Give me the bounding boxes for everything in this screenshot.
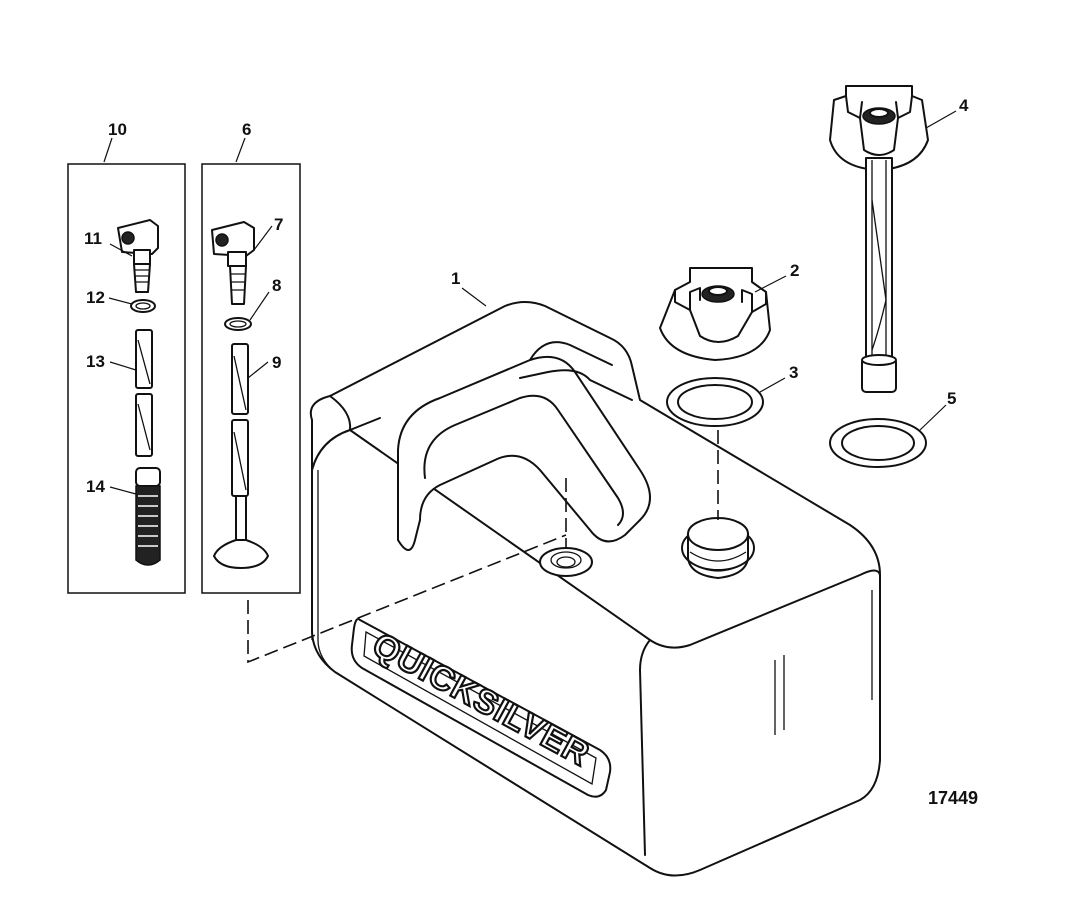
- callout-7: 7: [274, 215, 283, 234]
- callout-11: 11: [84, 229, 102, 248]
- callout-14: 14: [86, 477, 105, 496]
- callout-13: 13: [86, 352, 105, 371]
- callout-4: 4: [959, 96, 969, 115]
- gasket-part-3: [666, 377, 764, 427]
- fitting-part-7: [211, 221, 255, 305]
- kit-box-10: [67, 163, 186, 594]
- callout-2: 2: [790, 261, 799, 280]
- callout-12: 12: [86, 288, 105, 307]
- fitting-part-11: [117, 219, 159, 293]
- fuel-tank-part-1: QUICKSILVER: [309, 301, 881, 877]
- callout-5: 5: [947, 389, 956, 408]
- kit-box-6: [201, 163, 301, 594]
- callout-10: 10: [108, 120, 127, 139]
- figure-number: 17449: [928, 788, 978, 808]
- tube-part-13: [135, 329, 153, 457]
- filter-part-14: [135, 467, 161, 566]
- fuel-gauge-part-4: [829, 85, 929, 393]
- leader-lines: [103, 110, 957, 495]
- fuel-cap-part-2: [659, 267, 771, 361]
- callout-1: 1: [451, 269, 460, 288]
- o-ring-part-12: [130, 299, 156, 313]
- assembly-line-pickup: [247, 534, 567, 664]
- callout-6: 6: [242, 120, 251, 139]
- tube-part-9: [213, 343, 269, 569]
- o-ring-part-8: [224, 317, 252, 331]
- callout-9: 9: [272, 353, 281, 372]
- gasket-part-5: [829, 418, 927, 468]
- callout-8: 8: [272, 276, 281, 295]
- callout-3: 3: [789, 363, 798, 382]
